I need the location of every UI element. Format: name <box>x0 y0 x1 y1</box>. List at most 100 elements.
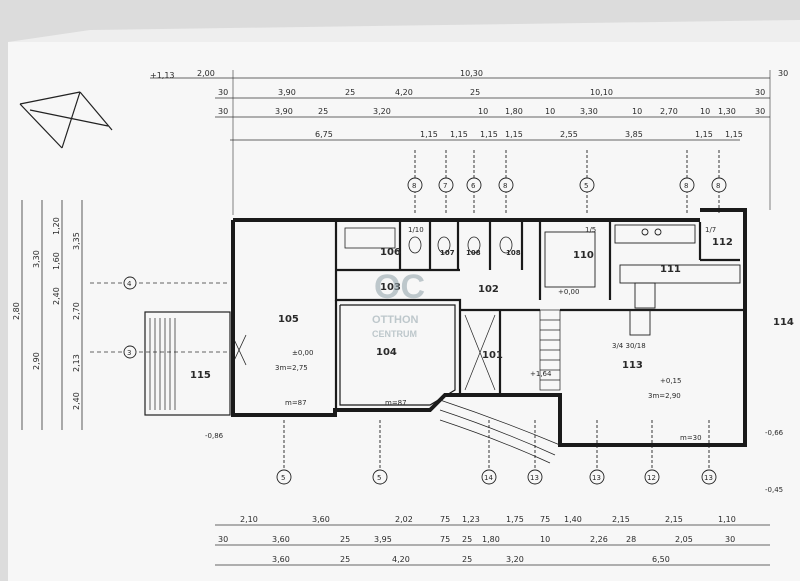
dim-b1-0: 2,10 <box>240 515 258 524</box>
axis-top-4: 5 <box>584 182 588 190</box>
dim-b3-0: 3,60 <box>272 555 290 564</box>
height-113: 3m=2,90 <box>648 392 681 400</box>
dim-top-left: 2,00 <box>197 69 215 78</box>
dim-left-0: 2,80 <box>12 302 21 320</box>
kitchen-fixtures <box>544 224 741 336</box>
room-112: 112 <box>712 237 733 248</box>
dim-b1-9: 2,15 <box>665 515 683 524</box>
bottom-dimension-lines <box>215 524 770 566</box>
dim-b2-10: 2,05 <box>675 535 693 544</box>
dim-r4-3: 1,15 <box>480 130 498 139</box>
dim-top-overall: 10,30 <box>460 69 483 78</box>
watermark-line1: OTTHON <box>372 314 418 326</box>
axis-top-2: 6 <box>471 182 476 190</box>
room-115: 115 <box>190 370 211 381</box>
dim-r3-11: 1,30 <box>718 107 736 116</box>
dim-b1-3: 75 <box>440 515 450 524</box>
axis-bottom-2: 14 <box>484 474 493 482</box>
sill-104: m=87 <box>385 399 407 407</box>
dim-r2-5: 10,10 <box>590 88 613 97</box>
dim-b1-4: 1,23 <box>462 515 480 524</box>
axis-bottom-5: 12 <box>647 474 656 482</box>
dim-r4-7: 1,15 <box>695 130 713 139</box>
north-arrow-icon <box>19 91 113 149</box>
bottom-axis-markers <box>276 420 717 485</box>
axis-bottom-3: 13 <box>530 474 539 482</box>
window-112: 1/7 <box>705 226 716 234</box>
sanitary-fixtures <box>344 227 513 254</box>
dim-r3-8: 10 <box>632 107 642 116</box>
dim-r3-9: 2,70 <box>660 107 678 116</box>
dim-b3-2: 4,20 <box>392 555 410 564</box>
dim-b2-5: 25 <box>462 535 472 544</box>
paper-sheet <box>8 42 800 581</box>
room-106: 106 <box>380 247 401 258</box>
level-top-corner: +1,13 <box>150 71 175 80</box>
dim-left-4: 1,60 <box>52 252 61 270</box>
dim-r2-2: 25 <box>345 88 355 97</box>
dim-r3-7: 3,30 <box>580 107 598 116</box>
room-101: 101 <box>482 350 503 361</box>
level-102: +0,00 <box>558 288 579 296</box>
dim-r3-3: 3,20 <box>373 107 391 116</box>
axis-left-1: 3 <box>127 349 131 357</box>
axis-top-0: 8 <box>412 182 416 190</box>
dim-r3-0: 30 <box>218 107 228 116</box>
dim-b1-7: 1,40 <box>564 515 582 524</box>
room-108b: 108 <box>506 249 521 257</box>
sill-113: m=30 <box>680 434 702 442</box>
axis-bottom-6: 13 <box>704 474 713 482</box>
room-108a: 108 <box>466 249 481 257</box>
dim-b1-6: 75 <box>540 515 550 524</box>
level-right: -0,66 <box>765 429 784 437</box>
dim-r2-3: 4,20 <box>395 88 413 97</box>
axis-bottom-1: 5 <box>377 474 381 482</box>
dim-b1-5: 1,75 <box>506 515 524 524</box>
dim-b3-3: 25 <box>462 555 472 564</box>
sill-105: m=87 <box>285 399 307 407</box>
dim-left-9: 2,40 <box>72 392 81 410</box>
dim-b2-3: 3,95 <box>374 535 392 544</box>
dim-r2-4: 25 <box>470 88 480 97</box>
watermark-logo: OC <box>374 268 425 306</box>
dim-b1-2: 2,02 <box>395 515 413 524</box>
axis-bottom-0: 5 <box>281 474 285 482</box>
dim-r2-1: 3,90 <box>278 88 296 97</box>
dim-r3-2: 25 <box>318 107 328 116</box>
dim-r3-10: 10 <box>700 107 710 116</box>
level-outside: -0,86 <box>205 432 224 440</box>
window-111: 1/5 <box>585 226 596 234</box>
dim-r3-5: 1,80 <box>505 107 523 116</box>
top-dimension-lines <box>150 70 771 215</box>
dim-b2-2: 25 <box>340 535 350 544</box>
room-102: 102 <box>478 284 499 295</box>
room-114: 114 <box>773 317 794 328</box>
dim-left-5: 2,40 <box>52 287 61 305</box>
axis-top-3: 8 <box>503 182 507 190</box>
axis-left-0: 4 <box>127 280 132 288</box>
dim-r3-1: 3,90 <box>275 107 293 116</box>
dim-b3-4: 3,20 <box>506 555 524 564</box>
watermark-line2: CENTRUM <box>372 329 417 339</box>
dim-left-8: 2,13 <box>72 354 81 372</box>
dim-b2-4: 75 <box>440 535 450 544</box>
dim-b2-7: 10 <box>540 535 550 544</box>
level-stair: +1,64 <box>530 370 552 378</box>
axis-top-5: 8 <box>684 182 688 190</box>
dim-left-3: 1,20 <box>52 217 61 235</box>
room-107: 107 <box>440 249 455 257</box>
dim-left-2: 2,90 <box>32 352 41 370</box>
dim-r4-6: 3,85 <box>625 130 643 139</box>
dim-r3-6: 10 <box>545 107 555 116</box>
dim-r3-12: 30 <box>755 107 765 116</box>
dim-r2-0: 30 <box>218 88 228 97</box>
dim-b2-6: 1,80 <box>482 535 500 544</box>
room-110: 110 <box>573 250 594 261</box>
dim-b2-11: 30 <box>725 535 735 544</box>
interior-walls <box>334 222 745 410</box>
dim-r4-8: 1,15 <box>725 130 743 139</box>
room-111: 111 <box>660 264 681 275</box>
dim-r4-1: 1,15 <box>420 130 438 139</box>
dim-b2-0: 30 <box>218 535 228 544</box>
